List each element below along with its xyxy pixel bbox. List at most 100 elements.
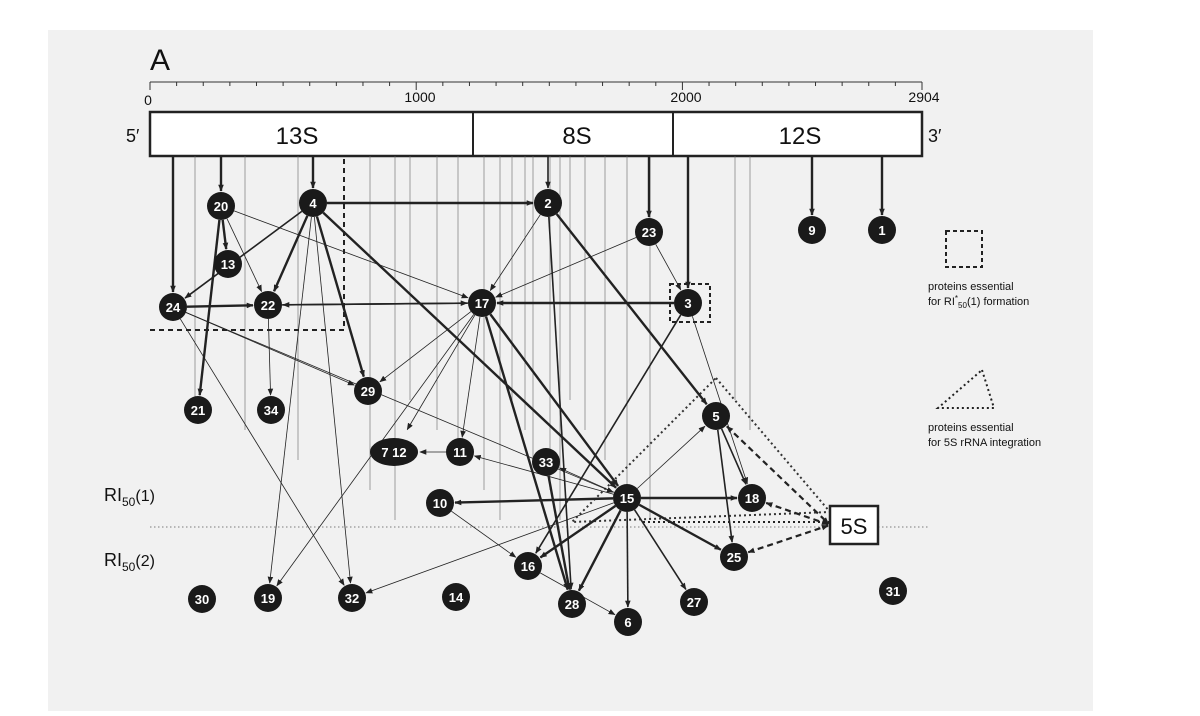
protein-node-label: 22 <box>261 298 275 313</box>
dependency-arrow <box>535 314 682 554</box>
protein-node-label: 3 <box>684 296 691 311</box>
protein-node: 6 <box>614 608 642 636</box>
protein-node: 5 <box>702 402 730 430</box>
protein-node-circle <box>354 377 382 405</box>
protein-node: 15 <box>613 484 641 512</box>
protein-node: 11 <box>446 438 474 466</box>
dependency-arrow <box>322 211 617 489</box>
protein-node-label: 15 <box>620 491 634 506</box>
protein-node: 22 <box>254 291 282 319</box>
protein-node-label: 1 <box>878 223 885 238</box>
protein-node-label: 4 <box>309 196 317 211</box>
protein-node-circle <box>514 552 542 580</box>
dependency-arrow <box>539 504 617 559</box>
protein-node-label: 18 <box>745 491 759 506</box>
protein-node: 20 <box>207 192 235 220</box>
fives-link-arrow <box>747 524 829 554</box>
dependency-arrow <box>495 237 637 298</box>
protein-node: 30 <box>188 585 216 613</box>
protein-node-circle <box>798 216 826 244</box>
dependency-arrow <box>365 502 614 594</box>
domain-label-12s: 12S <box>779 123 822 150</box>
rrna-bar: 13S 8S 12S 5′ 3′ <box>126 110 942 158</box>
rrna-bar-outline <box>148 110 924 158</box>
dependency-arrow <box>451 510 517 558</box>
dependency-arrow <box>315 216 365 378</box>
protein-node-circle <box>738 484 766 512</box>
protein-node-circle <box>159 293 187 321</box>
essential-region-outline <box>150 156 345 331</box>
protein-node: 32 <box>338 584 366 612</box>
protein-node-label: 11 <box>453 445 467 460</box>
protein-node: 31 <box>879 577 907 605</box>
dependency-arrows <box>170 156 885 616</box>
protein-node-label: 19 <box>261 591 275 606</box>
protein-node: 3 <box>674 289 702 317</box>
protein-node: 34 <box>257 396 285 424</box>
rrna-drop-lines <box>194 156 751 520</box>
protein-node-circle <box>720 543 748 571</box>
protein-node: 1 <box>868 216 896 244</box>
protein-node-label: 20 <box>214 199 228 214</box>
protein-node-label: 7 12 <box>381 445 406 460</box>
fives-box-label: 5S <box>841 514 868 539</box>
legend-triangle-line1: proteins essential <box>928 422 1014 434</box>
protein-node: 29 <box>354 377 382 405</box>
scale-tick-label-2000: 2000 <box>670 89 701 105</box>
fives-box-outline <box>828 504 880 546</box>
fives-link-arrow <box>726 425 830 525</box>
protein-node: 7 12 <box>370 438 418 466</box>
scale-tick-label-1000: 1000 <box>404 89 435 105</box>
dependency-arrow <box>484 316 569 591</box>
protein-node-circle <box>442 583 470 611</box>
protein-node-circle <box>702 402 730 430</box>
dependency-arrow <box>555 213 708 405</box>
protein-node: 2 <box>534 189 562 217</box>
scale-tick-label-2904: 2904 <box>908 89 939 105</box>
protein-node-circle <box>370 438 418 466</box>
protein-node-label: 30 <box>195 592 209 607</box>
protein-node-circle <box>613 484 641 512</box>
legend-square-line2: for RI*50(1) formation <box>928 294 1029 310</box>
protein-node: 16 <box>514 552 542 580</box>
dependency-arrow <box>625 511 631 608</box>
protein-node: 27 <box>680 588 708 616</box>
dependency-arrow <box>226 218 262 293</box>
protein-node-circle <box>207 192 235 220</box>
protein-node: 23 <box>635 218 663 246</box>
protein-node-circle <box>680 588 708 616</box>
protein-node-label: 27 <box>687 595 701 610</box>
protein-node: 28 <box>558 590 586 618</box>
dependency-arrow <box>655 244 682 291</box>
dependency-arrow <box>221 219 229 250</box>
dependency-arrow <box>186 302 254 309</box>
protein-node-label: 6 <box>624 615 631 630</box>
scale-ticks <box>149 82 923 90</box>
dependency-arrow <box>454 497 614 506</box>
protein-node-circle <box>635 218 663 246</box>
protein-node: 19 <box>254 584 282 612</box>
domain-label-13s: 13S <box>276 123 319 150</box>
rrna-3prime-label: 3′ <box>928 126 942 146</box>
rrna-5prime-label: 5′ <box>126 126 140 146</box>
protein-node-label: 2 <box>544 196 551 211</box>
protein-node: 4 <box>299 189 327 217</box>
protein-node-label: 34 <box>264 403 279 418</box>
protein-node-label: 21 <box>191 403 205 418</box>
protein-node: 9 <box>798 216 826 244</box>
protein-node: 17 <box>468 289 496 317</box>
protein-node: 14 <box>442 583 470 611</box>
protein-node-circle <box>468 289 496 317</box>
dependency-arrow <box>638 503 722 551</box>
protein-node: 25 <box>720 543 748 571</box>
legend: proteins essential for RI*50(1) formatio… <box>928 230 1041 449</box>
legend-triangle-line2: for 5S rRNA integration <box>928 437 1041 449</box>
protein-node-label: 32 <box>345 591 359 606</box>
protein-node-circle <box>254 291 282 319</box>
protein-node-label: 23 <box>642 225 656 240</box>
scale-tick-label-0: 0 <box>144 92 152 108</box>
protein-node: 21 <box>184 396 212 424</box>
dependency-arrow <box>559 467 615 493</box>
